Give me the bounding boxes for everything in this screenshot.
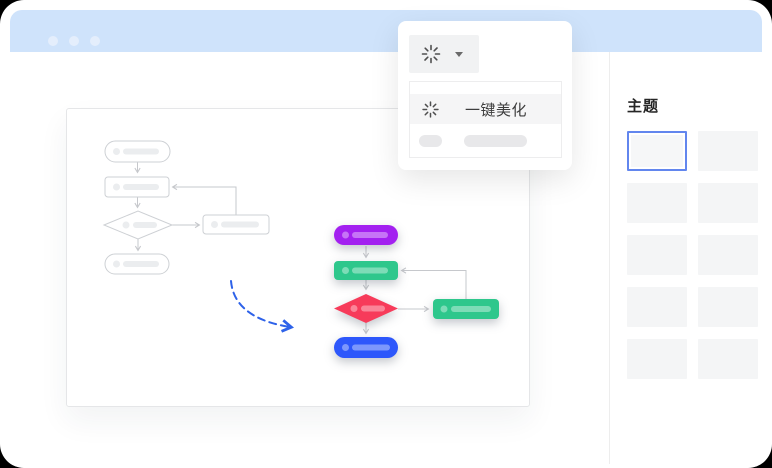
window-dot-icon bbox=[69, 36, 79, 46]
window-dot-icon bbox=[90, 36, 100, 46]
theme-thumbnail[interactable] bbox=[627, 339, 687, 379]
after-side-process-node[interactable] bbox=[433, 299, 499, 319]
after-end-node[interactable] bbox=[334, 337, 398, 358]
window-dot-icon bbox=[48, 36, 58, 46]
skeleton-pill bbox=[464, 135, 527, 147]
one-click-beautify-menu-item[interactable]: 一键美化 bbox=[410, 94, 561, 124]
beautify-dropdown-menu: 一键美化 bbox=[409, 81, 562, 158]
theme-thumbnail[interactable] bbox=[698, 131, 758, 171]
after-process-node[interactable] bbox=[334, 261, 398, 280]
theme-thumbnail[interactable] bbox=[698, 235, 758, 275]
theme-thumbnail-selected[interactable] bbox=[627, 131, 687, 171]
theme-thumbnail[interactable] bbox=[698, 339, 758, 379]
after-flowchart bbox=[334, 225, 499, 358]
theme-thumbnail[interactable] bbox=[698, 183, 758, 223]
theme-panel-title: 主题 bbox=[627, 98, 660, 115]
browser-titlebar bbox=[10, 10, 762, 52]
after-start-node[interactable] bbox=[334, 225, 398, 245]
sparkle-burst-icon bbox=[422, 100, 439, 118]
before-connectors bbox=[134, 162, 237, 252]
panel-divider bbox=[609, 52, 610, 464]
chevron-down-icon bbox=[455, 51, 463, 57]
theme-grid bbox=[627, 131, 758, 379]
before-text-placeholders bbox=[113, 148, 259, 268]
menu-item-label: 一键美化 bbox=[465, 101, 528, 119]
beautify-popup: 一键美化 bbox=[398, 21, 572, 170]
beautify-button[interactable] bbox=[409, 35, 479, 73]
flowchart-svg bbox=[102, 140, 499, 358]
after-decision-node[interactable] bbox=[334, 294, 398, 323]
theme-thumbnail[interactable] bbox=[698, 287, 758, 327]
theme-thumbnail[interactable] bbox=[627, 183, 687, 223]
beautify-transform-arrow bbox=[230, 280, 295, 333]
menu-skeleton-row bbox=[410, 135, 561, 147]
theme-panel: 主题 bbox=[627, 97, 758, 379]
after-text-placeholders bbox=[342, 231, 491, 351]
before-flowchart bbox=[102, 140, 270, 275]
skeleton-pill bbox=[419, 135, 442, 147]
theme-thumbnail[interactable] bbox=[627, 287, 687, 327]
sparkle-burst-icon bbox=[421, 44, 441, 64]
theme-thumbnail[interactable] bbox=[627, 235, 687, 275]
after-connectors bbox=[362, 246, 467, 335]
